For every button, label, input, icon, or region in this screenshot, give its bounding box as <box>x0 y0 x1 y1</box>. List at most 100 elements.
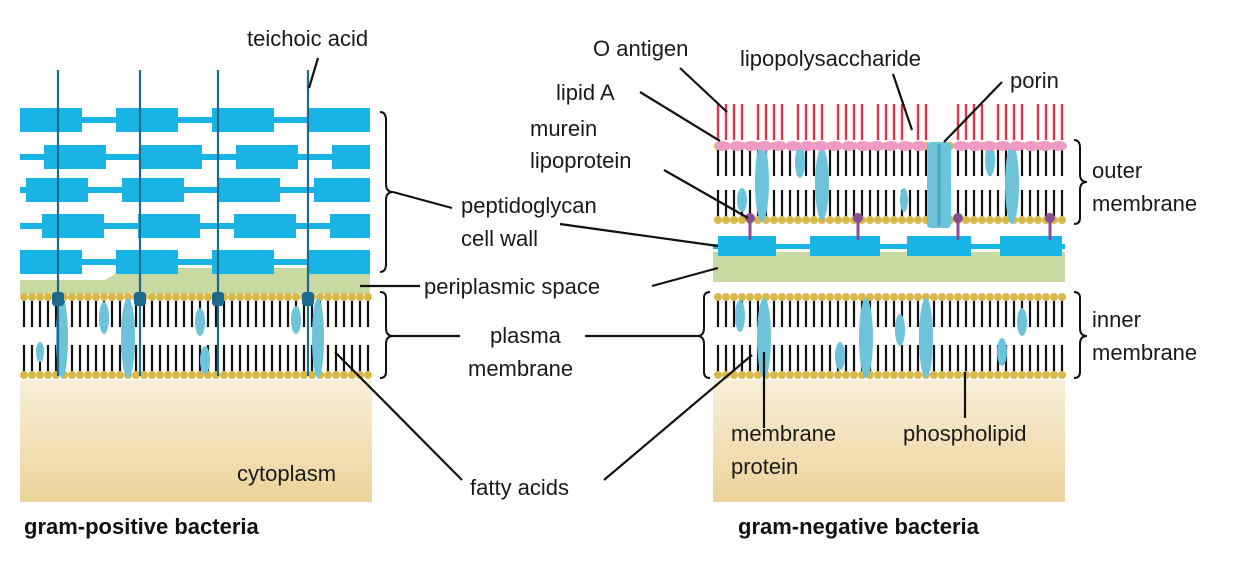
phospholipid-head <box>156 293 164 301</box>
lipid-a <box>1037 141 1053 151</box>
cytoplasm-region <box>20 380 372 502</box>
peptidoglycan-block <box>20 250 82 274</box>
phospholipid-head <box>842 216 850 224</box>
membrane-protein <box>121 298 135 378</box>
phospholipid-head <box>810 293 818 301</box>
phospholipid-head <box>714 371 722 379</box>
peptidoglycan-block <box>138 214 200 238</box>
phospholipid-head <box>132 371 140 379</box>
phospholipid-head <box>92 293 100 301</box>
lipid-a <box>883 141 899 151</box>
phospholipid-head <box>994 293 1002 301</box>
phospholipid-head <box>356 293 364 301</box>
phospholipid-head <box>260 293 268 301</box>
peptidoglycan-block <box>116 108 178 132</box>
peptidoglycan-block <box>234 214 296 238</box>
peptidoglycan-wall <box>20 108 370 274</box>
membrane-protein <box>99 302 109 334</box>
lipid-a <box>743 141 759 151</box>
phospholipid-head <box>898 216 906 224</box>
phospholipid-head <box>930 293 938 301</box>
phospholipid-head <box>826 371 834 379</box>
phospholipid-head <box>1042 371 1050 379</box>
lipid-a <box>995 141 1011 151</box>
label-cytoplasm: cytoplasm <box>237 461 336 486</box>
membrane-protein <box>859 298 873 378</box>
label-lipoprotein: lipoprotein <box>530 148 632 173</box>
phospholipid-head <box>1018 371 1026 379</box>
phospholipid-head <box>882 371 890 379</box>
phospholipid-head <box>1002 293 1010 301</box>
phospholipid-head <box>738 371 746 379</box>
label-murein: murein <box>530 116 597 141</box>
outer-membrane-bilayer <box>714 142 1066 228</box>
phospholipid-head <box>1034 293 1042 301</box>
phospholipid-head <box>986 371 994 379</box>
brace-peptidoglycan <box>379 111 394 273</box>
phospholipid-head <box>20 293 28 301</box>
phospholipid-head <box>1018 216 1026 224</box>
phospholipid-head <box>914 216 922 224</box>
phospholipid-head <box>746 293 754 301</box>
phospholipid-head <box>826 293 834 301</box>
leader-lipid-a <box>639 91 721 142</box>
membrane-protein <box>200 346 210 374</box>
membrane-protein <box>291 306 301 334</box>
peptidoglycan-block <box>44 145 106 169</box>
murein-lipoprotein-head <box>1045 213 1055 223</box>
phospholipid-head <box>116 371 124 379</box>
phospholipid-head <box>746 371 754 379</box>
phospholipid-head <box>802 293 810 301</box>
phospholipid-head <box>332 293 340 301</box>
phospholipid-head <box>84 293 92 301</box>
gram-positive-panel <box>20 70 372 502</box>
label-inner-membrane: membrane <box>1092 340 1197 365</box>
phospholipid-head <box>770 293 778 301</box>
leader-cell-wall-gn <box>559 222 719 248</box>
phospholipid-head <box>76 293 84 301</box>
lipoteichoic-anchor <box>52 292 64 306</box>
label-teichoic-acid: teichoic acid <box>247 26 368 51</box>
membrane-protein <box>997 338 1007 366</box>
caption-gram-negative: gram-negative bacteria <box>738 514 980 539</box>
phospholipid-head <box>100 371 108 379</box>
phospholipid-head <box>20 371 28 379</box>
label-inner: inner <box>1092 307 1141 332</box>
phospholipid-head <box>906 371 914 379</box>
brace-plasma-membrane <box>379 291 394 379</box>
lipid-a <box>729 141 745 151</box>
phospholipid-head <box>356 371 364 379</box>
lipoteichoic-anchor <box>302 292 314 306</box>
phospholipid-head <box>268 293 276 301</box>
phospholipid-head <box>842 371 850 379</box>
phospholipid-head <box>970 216 978 224</box>
phospholipid-head <box>284 293 292 301</box>
phospholipid-head <box>1058 293 1066 301</box>
phospholipid-head <box>850 293 858 301</box>
phospholipid-head <box>172 293 180 301</box>
phospholipid-head <box>874 293 882 301</box>
phospholipid-head <box>802 371 810 379</box>
phospholipid-head <box>108 371 116 379</box>
phospholipid-head <box>204 293 212 301</box>
phospholipid-head <box>778 216 786 224</box>
phospholipid-head <box>738 216 746 224</box>
phospholipid-head <box>818 371 826 379</box>
phospholipid-head <box>1050 293 1058 301</box>
phospholipid-head <box>882 216 890 224</box>
teichoic-acid-strands <box>52 70 314 376</box>
peptidoglycan-block <box>332 145 370 169</box>
lipopolysaccharide-layer <box>715 104 1067 151</box>
peptidoglycan-block <box>314 178 370 202</box>
phospholipid-head <box>978 293 986 301</box>
phospholipid-head <box>786 293 794 301</box>
label-outer-membrane: membrane <box>1092 191 1197 216</box>
lipoteichoic-anchor <box>212 292 224 306</box>
phospholipid-head <box>778 371 786 379</box>
peptidoglycan-block <box>212 250 274 274</box>
phospholipid-head <box>268 371 276 379</box>
phospholipid-head <box>236 371 244 379</box>
membrane-protein <box>895 314 905 346</box>
phospholipid-head <box>850 371 858 379</box>
murein-lipoprotein-head <box>745 213 755 223</box>
